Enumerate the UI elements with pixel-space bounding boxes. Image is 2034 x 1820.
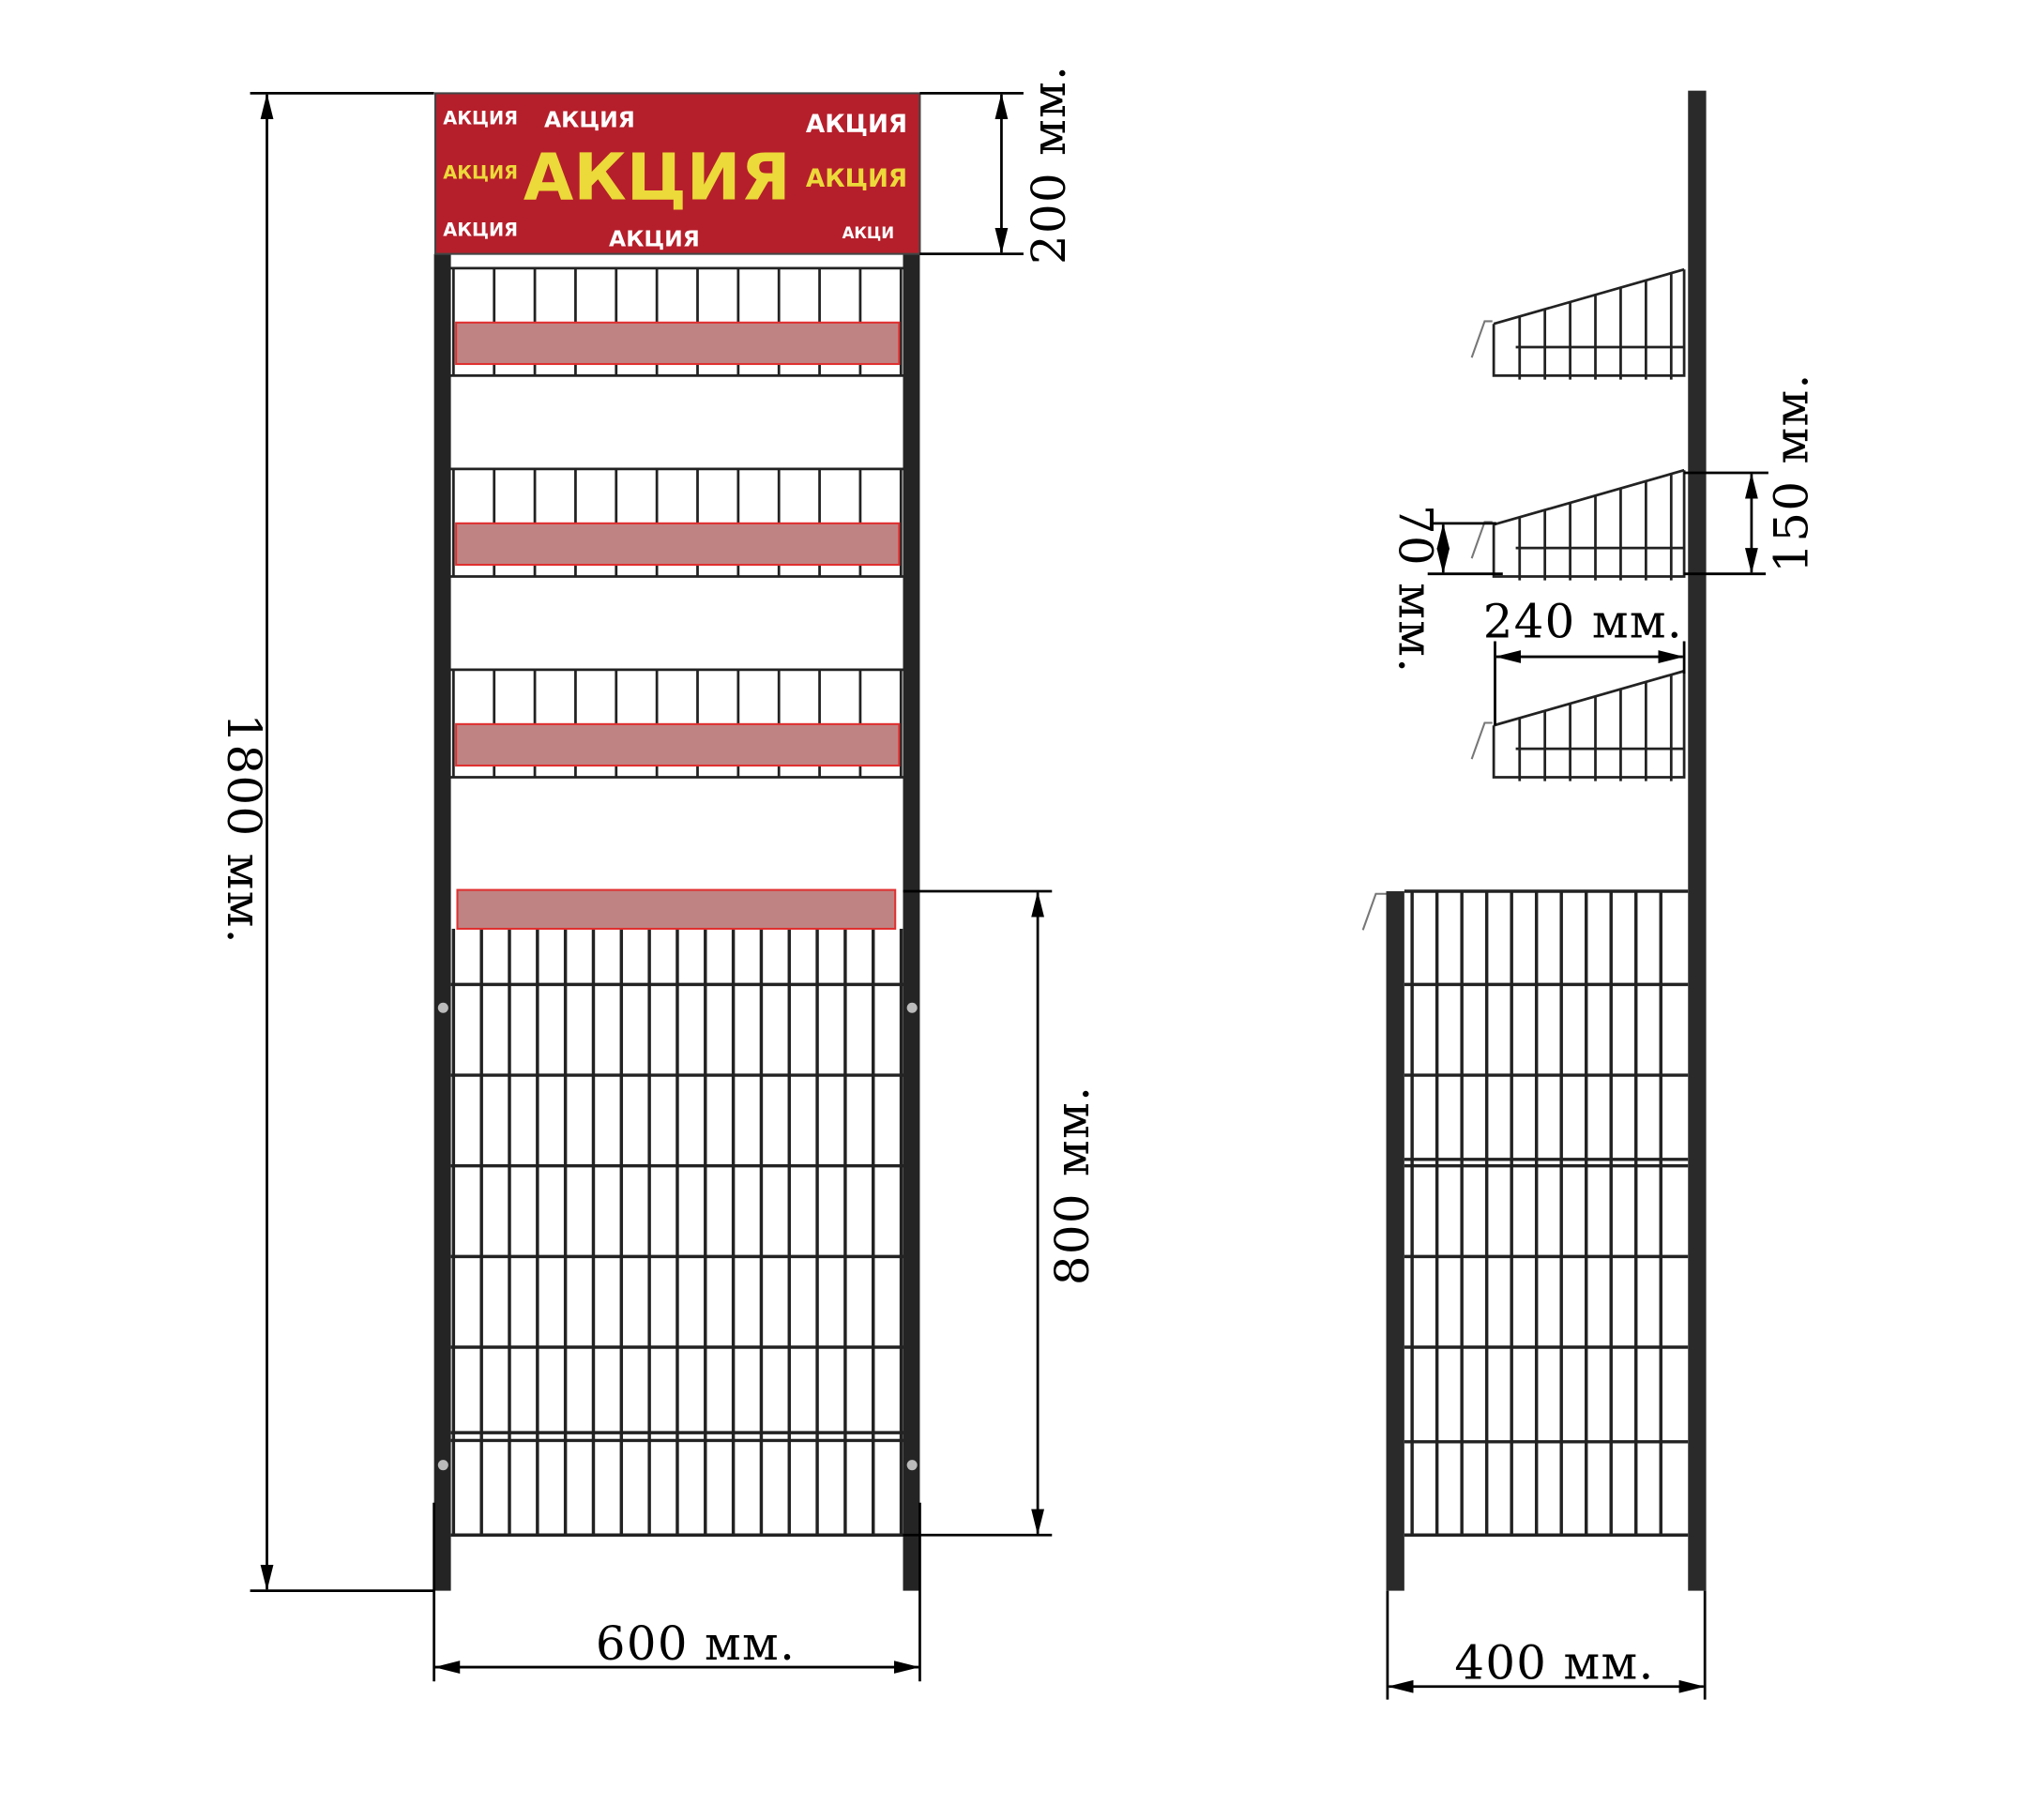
price-strip xyxy=(455,722,901,767)
banner-text: АКЦИЯ xyxy=(443,162,518,184)
side-baskets xyxy=(1470,267,1686,781)
side-basket xyxy=(1470,468,1686,581)
front-right-upright xyxy=(903,253,920,1591)
bolt xyxy=(437,1460,448,1471)
front-view: АКЦИЯ АКЦИЯ АКЦИЯ АКЦИЯ АКЦИЯ АКЦИЯ АКЦИ… xyxy=(217,65,1100,1682)
price-strip xyxy=(455,321,901,366)
basket-hook xyxy=(1470,521,1493,559)
side-view: 70 мм. 150 мм. 240 мм. 400 мм. xyxy=(1361,90,1818,1700)
depth-dimension xyxy=(1386,1590,1707,1700)
bolt xyxy=(437,1002,448,1013)
width-dimension xyxy=(433,1502,921,1682)
banner-text: АКЦИЯ xyxy=(443,108,518,129)
side-wire-grid xyxy=(1361,889,1689,1537)
basket-top-rail xyxy=(1493,267,1685,326)
height-label: 1800 мм. xyxy=(217,714,271,945)
basket-back-dimension xyxy=(1684,471,1768,576)
height-dimension xyxy=(250,92,434,1592)
price-strip xyxy=(455,522,901,567)
bolt xyxy=(906,1460,918,1471)
basket-back-label: 150 мм. xyxy=(1764,372,1818,572)
banner-text: АКЦИ xyxy=(842,224,895,242)
banner-text: АКЦИЯ xyxy=(443,219,518,240)
lower-section-label: 800 мм. xyxy=(1045,1085,1100,1285)
basket-hook xyxy=(1470,320,1493,358)
basket-frame xyxy=(1492,269,1686,377)
bolt xyxy=(906,1002,918,1013)
basket-depth-label: 240 мм. xyxy=(1483,594,1683,648)
basket-front-dimension xyxy=(1427,522,1503,576)
front-shelves xyxy=(440,266,915,931)
basket-top-rail xyxy=(1493,669,1685,727)
basket-frame xyxy=(1492,470,1686,578)
basket-hook xyxy=(1470,721,1493,760)
banner-text: АКЦИЯ xyxy=(544,106,635,132)
banner-height-label: 200 мм. xyxy=(1022,65,1076,265)
side-basket xyxy=(1470,669,1686,781)
side-front-upright xyxy=(1386,890,1404,1591)
front-left-upright xyxy=(433,253,451,1591)
front-wire-grid xyxy=(450,929,903,1537)
depth-label: 400 мм. xyxy=(1454,1635,1654,1690)
basket-front-label: 70 мм. xyxy=(1388,505,1442,674)
banner-text: АКЦИЯ xyxy=(524,141,791,216)
basket-depth-dimension xyxy=(1494,641,1686,726)
lower-section-dimension xyxy=(903,889,1053,1537)
banner-text: АКЦИЯ xyxy=(806,165,907,193)
side-rear-upright xyxy=(1688,90,1707,1591)
banner-height-dimension xyxy=(919,92,1024,256)
banner-text: АКЦИЯ xyxy=(609,225,700,251)
side-basket xyxy=(1470,267,1686,380)
basket-top-rail xyxy=(1493,468,1685,526)
basket-frame xyxy=(1492,671,1686,779)
price-strip xyxy=(456,888,897,931)
banner-text: АКЦИЯ xyxy=(806,111,907,139)
width-label: 600 мм. xyxy=(596,1616,796,1671)
promo-banner: АКЦИЯ АКЦИЯ АКЦИЯ АКЦИЯ АКЦИЯ АКЦИЯ АКЦИ… xyxy=(433,92,921,255)
